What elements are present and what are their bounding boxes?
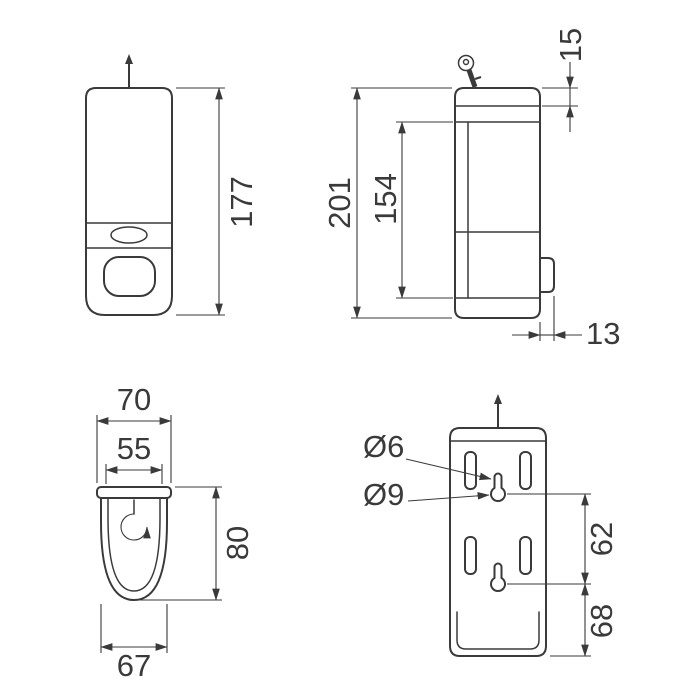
key-notch bbox=[474, 76, 482, 80]
back-body-outline bbox=[449, 427, 547, 657]
hole-small-label: Ø6 bbox=[363, 429, 404, 464]
top-body-outline bbox=[100, 497, 168, 601]
bottom-depth-label: 13 bbox=[586, 316, 620, 351]
bottom-depth-dimension: 13 bbox=[512, 296, 620, 351]
pump-button bbox=[110, 226, 148, 244]
top-view: 70 55 80 67 bbox=[96, 382, 255, 683]
front-view: 177 bbox=[85, 54, 259, 316]
leader-line bbox=[407, 492, 490, 502]
front-height-label: 177 bbox=[224, 176, 259, 228]
push-window bbox=[103, 256, 156, 297]
top-depth-label: 80 bbox=[220, 526, 255, 560]
pin-tip-icon bbox=[494, 394, 502, 404]
front-body-outline bbox=[85, 87, 173, 316]
front-height-dimension: 177 bbox=[176, 87, 259, 316]
top-inner-width-dimension: 55 bbox=[105, 431, 163, 484]
side-body-outline bbox=[454, 87, 541, 319]
top-lid-edge bbox=[96, 486, 172, 499]
cap-height-label: 15 bbox=[553, 28, 588, 62]
back-base-contour bbox=[456, 611, 540, 650]
hole-large-label: Ø9 bbox=[363, 477, 404, 512]
top-body-width-label: 67 bbox=[117, 648, 151, 683]
top-inner-wall bbox=[107, 497, 161, 592]
keyhole-spacing-label: 62 bbox=[584, 522, 619, 556]
side-overall-height-dimension: 201 bbox=[322, 87, 452, 319]
hole-large-callout: Ø9 bbox=[363, 477, 490, 512]
top-overall-width-label: 70 bbox=[117, 382, 151, 417]
top-body-width-dimension: 67 bbox=[100, 604, 168, 683]
side-view: 201 154 15 13 bbox=[322, 28, 620, 351]
side-inner-height-dimension: 154 bbox=[368, 121, 453, 299]
keyhole-upper bbox=[490, 472, 506, 502]
key-bow bbox=[457, 54, 475, 72]
pin-tip-icon bbox=[125, 54, 133, 64]
leader-line bbox=[405, 458, 492, 481]
mounting-slot bbox=[519, 536, 532, 575]
mounting-slot bbox=[464, 451, 477, 490]
keyhole-to-bottom-label: 68 bbox=[584, 604, 619, 638]
key-blade bbox=[466, 69, 478, 88]
top-overall-width-dimension: 70 bbox=[96, 382, 172, 483]
keyhole-lower bbox=[490, 562, 506, 592]
rotation-arrow-icon bbox=[120, 499, 151, 541]
cap-height-dimension: 15 bbox=[542, 28, 588, 132]
side-inner-height-label: 154 bbox=[368, 173, 403, 225]
key-hole bbox=[462, 58, 470, 66]
side-latch bbox=[539, 257, 555, 293]
keyhole-spacing-dimension: 62 bbox=[507, 493, 619, 585]
rotation-arc bbox=[120, 513, 151, 541]
side-overall-height-label: 201 bbox=[322, 177, 357, 229]
top-inner-width-label: 55 bbox=[117, 431, 151, 466]
hole-small-callout: Ø6 bbox=[363, 429, 492, 481]
back-view: Ø6 Ø9 62 68 bbox=[363, 394, 619, 657]
mounting-slot bbox=[519, 451, 532, 490]
keyhole-to-bottom-dimension: 68 bbox=[550, 583, 619, 657]
key-icon bbox=[457, 54, 482, 88]
top-depth-dimension: 80 bbox=[140, 486, 255, 601]
mounting-slot bbox=[464, 536, 477, 575]
